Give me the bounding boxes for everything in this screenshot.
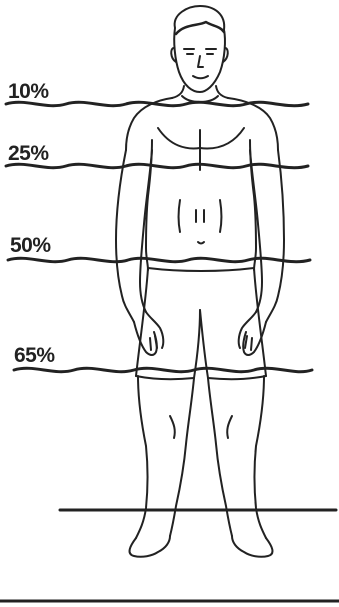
head — [171, 6, 228, 92]
label-25-percent: 25% — [8, 143, 49, 164]
label-50-percent: 50% — [10, 235, 51, 256]
water-line-25 — [6, 164, 308, 167]
water-line-65 — [14, 368, 312, 371]
neck-shoulders — [126, 86, 278, 150]
label-10-percent: 10% — [8, 81, 49, 102]
label-65-percent: 65% — [14, 345, 55, 366]
torso — [146, 128, 256, 270]
water-line-10 — [6, 102, 308, 105]
legs — [130, 376, 273, 557]
water-line-50 — [8, 258, 310, 261]
